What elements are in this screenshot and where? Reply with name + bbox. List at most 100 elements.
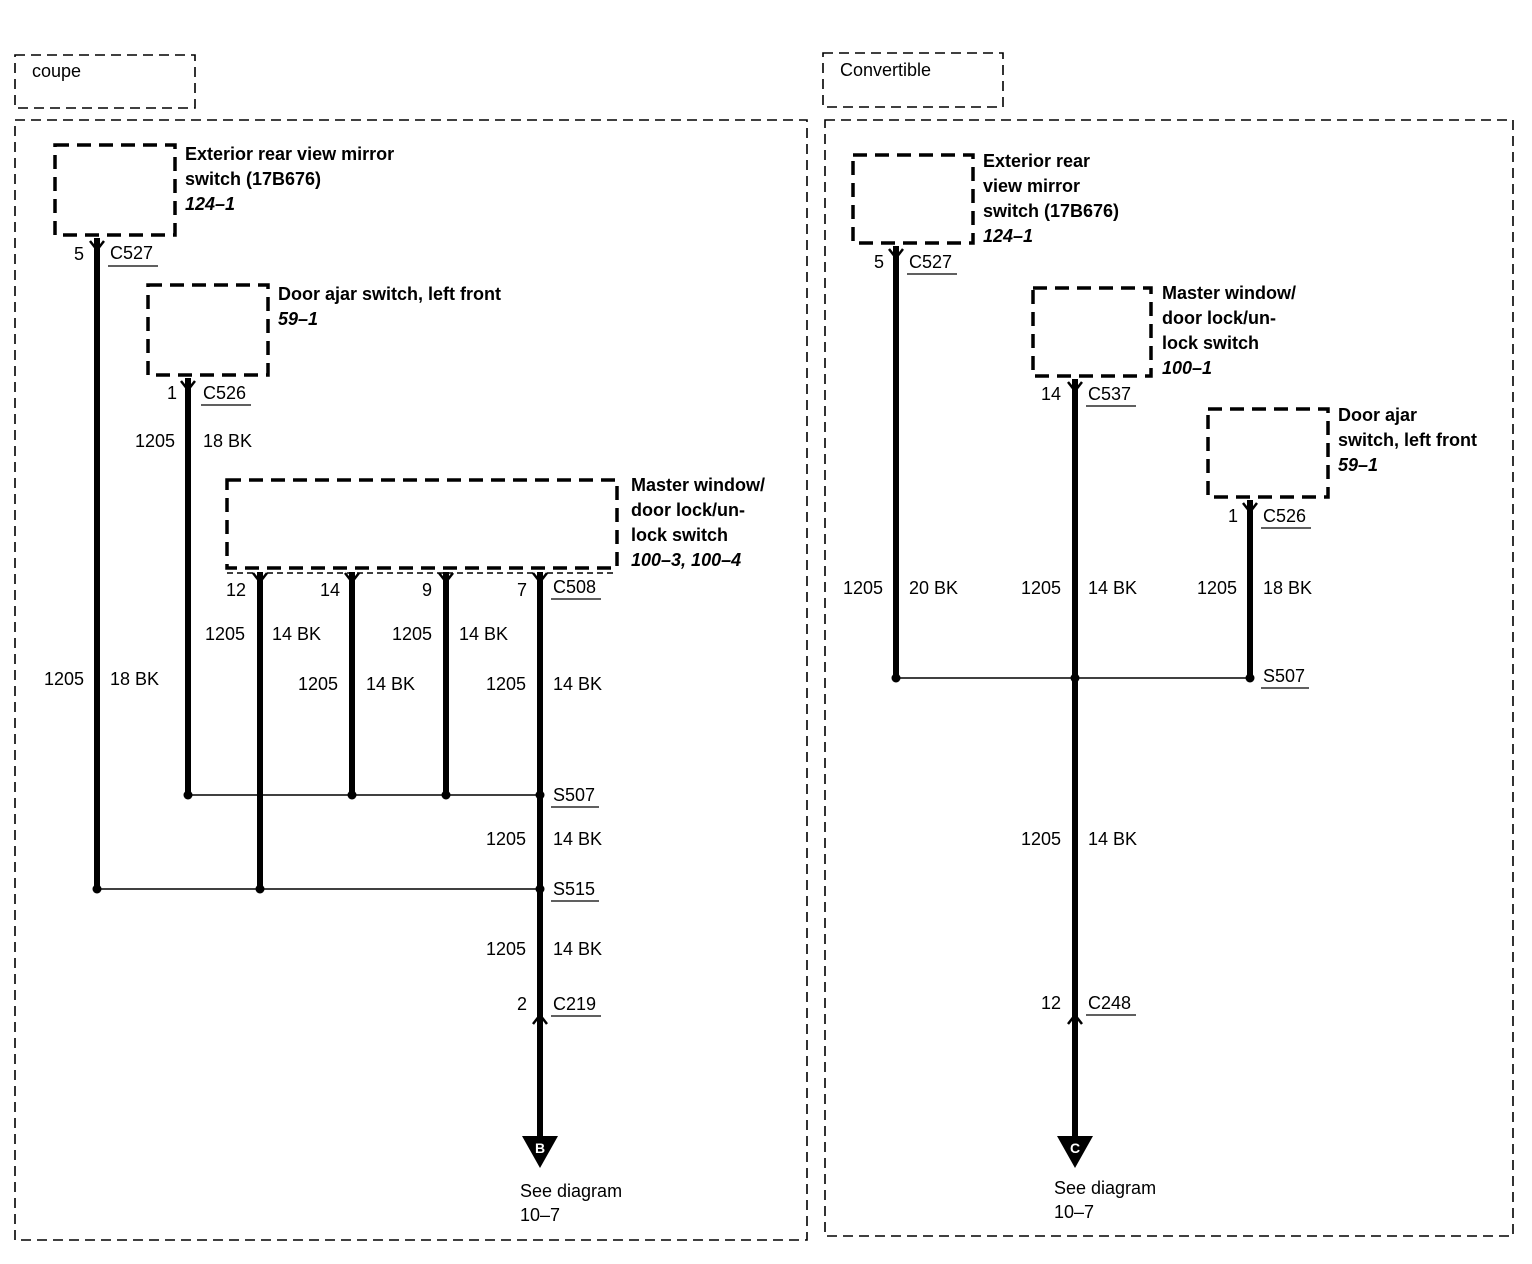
coupe-label: coupe xyxy=(32,61,81,81)
coupe-door-ajar-pin: 1 xyxy=(167,383,177,403)
conv-master-window-box xyxy=(1031,286,1153,378)
conv-mirror-pin: 5 xyxy=(874,252,884,272)
conv-door-ajar-connector: C526 xyxy=(1263,506,1306,526)
conv-mirror-switch-box xyxy=(851,153,975,245)
conv-master-connector: C537 xyxy=(1088,384,1131,404)
coupe-mirror-switch-name-1: Exterior rear view mirror xyxy=(185,144,394,164)
conv-door-ajar-name-1: Door ajar xyxy=(1338,405,1417,425)
coupe-w4-color: 14 BK xyxy=(459,624,508,644)
coupe-mirror-switch-box xyxy=(53,143,177,237)
conv-s507-dot-1 xyxy=(891,673,901,683)
coupe-w2-color: 18 BK xyxy=(203,431,252,451)
conv-master-window-name-1: Master window/ xyxy=(1162,283,1296,303)
conv-master-window-name-3: lock switch xyxy=(1162,333,1259,353)
conv-w2-circuit: 1205 xyxy=(1021,578,1061,598)
coupe-frame xyxy=(14,119,808,1241)
coupe-bottom-connector: C219 xyxy=(553,994,596,1014)
conv-mirror-connector: C527 xyxy=(909,252,952,272)
coupe-master-window-box xyxy=(225,478,619,570)
coupe-panel: coupe Exterior rear view mirror switch (… xyxy=(14,54,808,1241)
coupe-mirror-switch-name-2: switch (17B676) xyxy=(185,169,321,189)
coupe-w7-color: 14 BK xyxy=(553,829,602,849)
conv-mirror-switch-name-2: view mirror xyxy=(983,176,1080,196)
coupe-master-pin-7: 7 xyxy=(517,580,527,600)
conv-bottom-connector: C248 xyxy=(1088,993,1131,1013)
coupe-arrow-letter: B xyxy=(535,1140,545,1156)
coupe-door-ajar-ref: 59–1 xyxy=(278,309,318,329)
coupe-see-diagram: See diagram xyxy=(520,1181,622,1201)
coupe-s507-dot-2 xyxy=(347,790,357,800)
coupe-master-window-name-3: lock switch xyxy=(631,525,728,545)
coupe-door-ajar-box xyxy=(146,283,270,377)
conv-master-window-name-2: door lock/un- xyxy=(1162,308,1276,328)
coupe-w8-circuit: 1205 xyxy=(486,939,526,959)
coupe-w8-color: 14 BK xyxy=(553,939,602,959)
coupe-w3-circuit: 1205 xyxy=(205,624,245,644)
coupe-w5-circuit: 1205 xyxy=(298,674,338,694)
conv-door-ajar-name-2: switch, left front xyxy=(1338,430,1477,450)
conv-w4-color: 14 BK xyxy=(1088,829,1137,849)
conv-mirror-switch-name-3: switch (17B676) xyxy=(983,201,1119,221)
conv-master-pin: 14 xyxy=(1041,384,1061,404)
coupe-master-window-name-1: Master window/ xyxy=(631,475,765,495)
convertible-frame xyxy=(824,119,1514,1237)
coupe-w5-color: 14 BK xyxy=(366,674,415,694)
coupe-w1-color: 18 BK xyxy=(110,669,159,689)
coupe-master-window-ref: 100–3, 100–4 xyxy=(631,550,741,570)
conv-mirror-switch-name-1: Exterior rear xyxy=(983,151,1090,171)
coupe-w7-circuit: 1205 xyxy=(486,829,526,849)
coupe-arrow-b xyxy=(522,1136,558,1168)
conv-w1-color: 20 BK xyxy=(909,578,958,598)
coupe-c219-terminal xyxy=(532,1012,548,1025)
conv-w3-circuit: 1205 xyxy=(1197,578,1237,598)
convertible-label: Convertible xyxy=(840,60,931,80)
coupe-see-ref: 10–7 xyxy=(520,1205,560,1225)
conv-arrow-c xyxy=(1057,1136,1093,1168)
coupe-door-ajar-connector: C526 xyxy=(203,383,246,403)
convertible-label-box xyxy=(822,52,1004,108)
coupe-w2-circuit: 1205 xyxy=(135,431,175,451)
conv-w4-circuit: 1205 xyxy=(1021,829,1061,849)
coupe-splice-s515: S515 xyxy=(553,879,595,899)
coupe-label-box xyxy=(14,54,196,109)
coupe-s515-dot-3 xyxy=(535,884,545,894)
conv-s507-dot-2 xyxy=(1070,673,1080,683)
conv-w2-color: 14 BK xyxy=(1088,578,1137,598)
convertible-panel: Convertible Exterior rear view mirror sw… xyxy=(822,52,1514,1237)
conv-door-ajar-pin: 1 xyxy=(1228,506,1238,526)
coupe-s507-dot-1 xyxy=(183,790,193,800)
conv-w1-circuit: 1205 xyxy=(843,578,883,598)
coupe-w6-circuit: 1205 xyxy=(486,674,526,694)
coupe-s507-dot-4 xyxy=(535,790,545,800)
coupe-w3-color: 14 BK xyxy=(272,624,321,644)
coupe-mirror-switch-ref: 124–1 xyxy=(185,194,235,214)
coupe-mirror-connector: C527 xyxy=(110,243,153,263)
coupe-bottom-pin: 2 xyxy=(517,994,527,1014)
coupe-w6-color: 14 BK xyxy=(553,674,602,694)
coupe-master-pin-14: 14 xyxy=(320,580,340,600)
conv-master-window-ref: 100–1 xyxy=(1162,358,1212,378)
coupe-w4-circuit: 1205 xyxy=(392,624,432,644)
conv-see-diagram: See diagram xyxy=(1054,1178,1156,1198)
conv-splice-s507: S507 xyxy=(1263,666,1305,686)
coupe-door-ajar-name: Door ajar switch, left front xyxy=(278,284,501,304)
coupe-w1-circuit: 1205 xyxy=(44,669,84,689)
coupe-s515-dot-1 xyxy=(92,884,102,894)
conv-arrow-letter: C xyxy=(1070,1140,1080,1156)
conv-see-ref: 10–7 xyxy=(1054,1202,1094,1222)
coupe-master-connector: C508 xyxy=(553,577,596,597)
conv-door-ajar-box xyxy=(1206,407,1330,499)
coupe-splice-s507: S507 xyxy=(553,785,595,805)
conv-bottom-pin: 12 xyxy=(1041,993,1061,1013)
conv-door-ajar-ref: 59–1 xyxy=(1338,455,1378,475)
coupe-master-pin-9: 9 xyxy=(422,580,432,600)
conv-s507-dot-3 xyxy=(1245,673,1255,683)
conv-c248-terminal xyxy=(1067,1012,1083,1025)
coupe-mirror-pin: 5 xyxy=(74,244,84,264)
coupe-master-window-name-2: door lock/un- xyxy=(631,500,745,520)
coupe-s507-dot-3 xyxy=(441,790,451,800)
coupe-s515-dot-2 xyxy=(255,884,265,894)
coupe-master-pin-12: 12 xyxy=(226,580,246,600)
conv-w3-color: 18 BK xyxy=(1263,578,1312,598)
